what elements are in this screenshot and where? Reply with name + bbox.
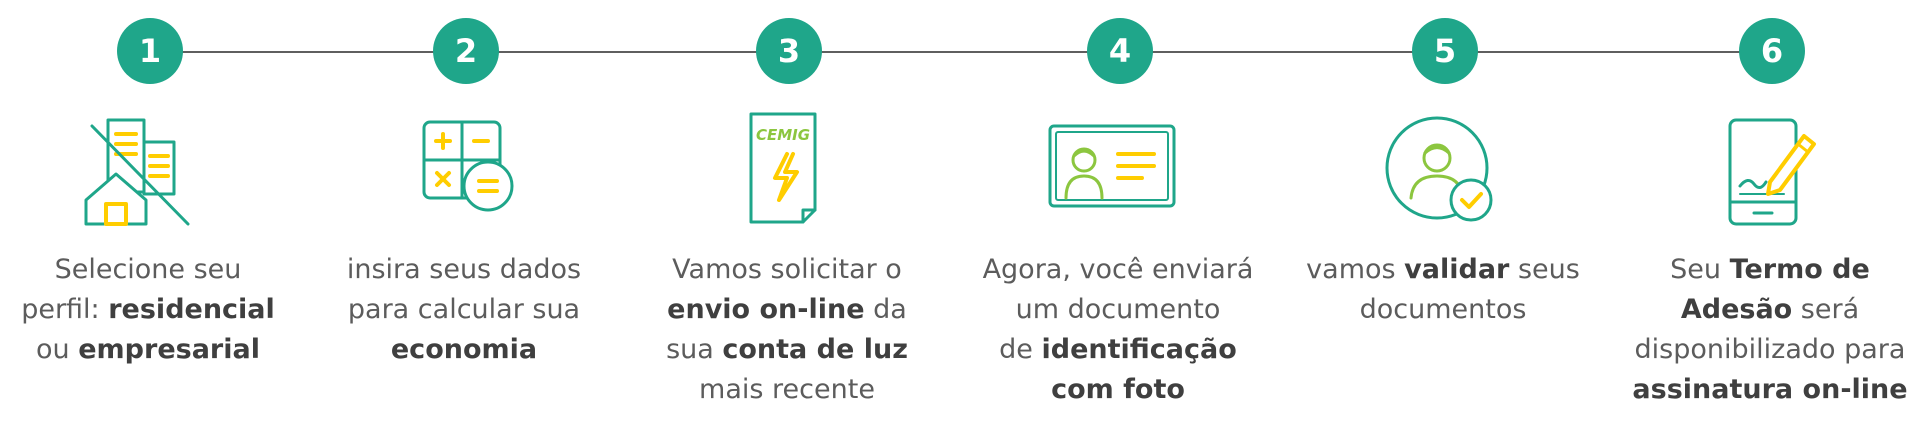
step-number-badge: 5 — [1412, 18, 1478, 84]
sign-document-icon — [1700, 112, 1840, 232]
desc-line: para calcular sua — [347, 294, 581, 325]
desc-line: assinatura on-line — [1632, 374, 1908, 405]
step-3: 3 CEMIG Vamos solicitar o envio on-line … — [637, 0, 937, 422]
step-description: Vamos solicitar o envio on-line da sua c… — [637, 250, 937, 410]
step-number-badge: 4 — [1087, 18, 1153, 84]
cemig-bill-icon: CEMIG — [717, 112, 857, 232]
desc-line: de identificação — [999, 334, 1237, 365]
svg-text:CEMIG: CEMIG — [756, 126, 810, 144]
step-1: 1 Selecione seu perfil: residencial ou e… — [0, 0, 298, 422]
desc-line: disponibilizado para — [1634, 334, 1906, 365]
desc-line: sua conta de luz — [666, 334, 908, 365]
step-description: vamos validar seus documentos — [1293, 250, 1593, 330]
id-card-icon — [1048, 112, 1188, 232]
step-4: 4 Agora, você enviará um documento de id… — [968, 0, 1268, 422]
step-2: 2 insira seus dados para calcular sua ec… — [314, 0, 614, 422]
step-number-badge: 2 — [433, 18, 499, 84]
step-5: 5 vamos validar seus documentos — [1293, 0, 1593, 422]
step-description: Seu Termo de Adesão será disponibilizado… — [1620, 250, 1920, 410]
buildings-house-icon — [78, 112, 218, 232]
step-description: Agora, você enviará um documento de iden… — [968, 250, 1268, 410]
desc-line: vamos validar seus — [1306, 254, 1580, 285]
desc-line: ou empresarial — [36, 334, 260, 365]
desc-line: envio on-line da — [667, 294, 907, 325]
desc-line: insira seus dados — [346, 254, 582, 285]
step-6: 6 Seu Termo de Adesão será disponibiliza… — [1620, 0, 1920, 422]
desc-line: Agora, você enviará — [982, 254, 1254, 285]
desc-line: Adesão será — [1680, 294, 1860, 325]
desc-line: perfil: residencial — [21, 294, 275, 325]
step-number-badge: 3 — [756, 18, 822, 84]
step-number-badge: 6 — [1739, 18, 1805, 84]
step-description: insira seus dados para calcular sua econ… — [314, 250, 614, 370]
desc-line: um documento — [1015, 294, 1221, 325]
desc-line: mais recente — [699, 374, 875, 405]
desc-line: documentos — [1359, 294, 1527, 325]
desc-line: Selecione seu — [54, 254, 242, 285]
desc-line: Vamos solicitar o — [672, 254, 902, 285]
step-description: Selecione seu perfil: residencial ou emp… — [0, 250, 298, 370]
step-number-badge: 1 — [117, 18, 183, 84]
desc-line: economia — [390, 334, 538, 365]
desc-line: Seu Termo de — [1670, 254, 1870, 285]
calculator-icon — [394, 112, 534, 232]
desc-line: com foto — [1051, 374, 1185, 405]
steps-connector-line — [130, 51, 1790, 53]
user-check-icon — [1373, 112, 1513, 232]
